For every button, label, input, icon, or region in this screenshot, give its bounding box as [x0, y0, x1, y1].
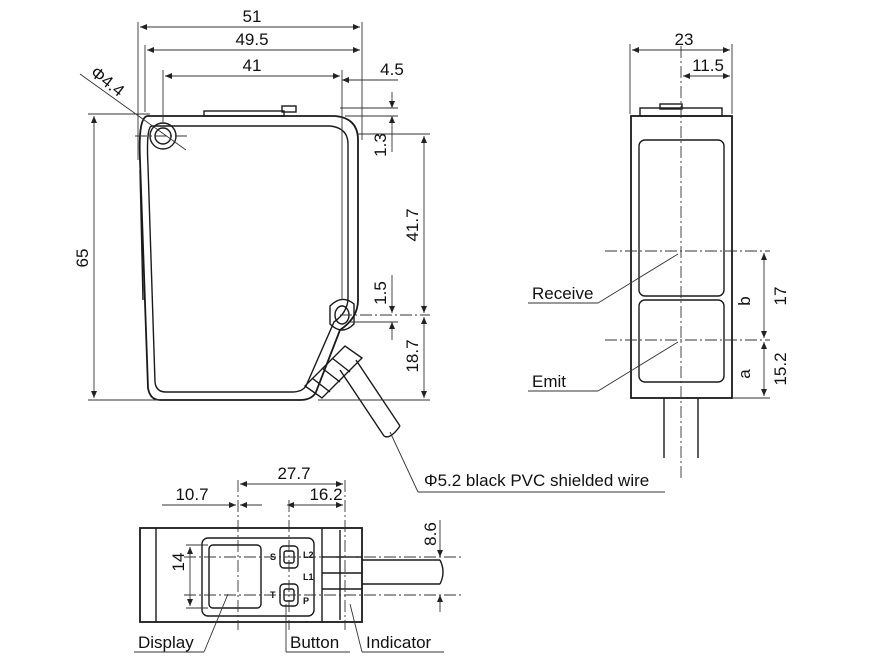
marking-l2: L2 [303, 550, 314, 560]
receive-lens [638, 139, 725, 297]
dim-10-7: 10.7 [175, 485, 208, 504]
leader-dia44 [79, 73, 187, 151]
dim-a: a [735, 369, 754, 379]
marking-pw: P [303, 596, 309, 606]
front-cable [339, 359, 401, 437]
receive-leader [597, 253, 679, 304]
dim-16-2: 16.2 [309, 485, 342, 504]
dim-23: 23 [675, 30, 694, 49]
gland-ring-3 [331, 357, 351, 373]
front-view: 51 49.5 41 4.5 Φ4.4 1.3 65 41.7 1 [73, 7, 430, 438]
control-panel [201, 537, 315, 617]
dim-65: 65 [73, 249, 92, 268]
dim-8-6: 8.6 [421, 522, 440, 546]
label-button: Button [290, 633, 339, 652]
dim-41: 41 [243, 56, 262, 75]
side-view: 23 11.5 17 15.2 b a Receive Emit [528, 30, 790, 480]
label-emit: Emit [532, 372, 566, 391]
marking-l1: L1 [303, 572, 314, 582]
gland-ring-2 [321, 367, 341, 383]
dim-dia44: Φ4.4 [87, 63, 128, 101]
dim-51: 51 [243, 7, 262, 26]
mount-hole-lower-outer [329, 298, 355, 331]
front-cable-end [383, 425, 401, 438]
dim-18-7: 18.7 [403, 339, 422, 372]
wire-leader [389, 431, 419, 493]
display-leader [203, 593, 229, 653]
dim-11-5: 11.5 [692, 56, 724, 75]
top-view: S T L2 L1 P 27.7 10.7 16.2 8.6 14 [134, 464, 462, 653]
dim-1-3: 1.3 [371, 133, 390, 157]
top-body-outline [139, 527, 363, 623]
front-body-outline [138, 115, 359, 401]
side-top-nub [659, 103, 683, 110]
dim-15-2: 15.2 [771, 352, 790, 385]
gland-ring-1 [311, 377, 331, 393]
top-nub [281, 105, 297, 113]
cable-gland [303, 345, 364, 399]
dim-1-5: 1.5 [371, 281, 390, 305]
left-edge-line [139, 169, 144, 301]
dim-41-7: 41.7 [403, 208, 422, 241]
label-wire: Φ5.2 black PVC shielded wire [424, 471, 649, 490]
dim-27-7: 27.7 [277, 464, 310, 483]
top-ridge [203, 110, 285, 117]
dim-14: 14 [169, 553, 188, 572]
dim-4-5: 4.5 [380, 60, 404, 79]
label-indicator: Indicator [366, 633, 432, 652]
top-cable-end [439, 559, 444, 585]
label-receive: Receive [532, 284, 593, 303]
dim-49-5: 49.5 [235, 30, 268, 49]
front-body-inner [146, 125, 349, 393]
emit-leader [597, 341, 679, 392]
display-window [208, 544, 262, 609]
wire-callout: Φ5.2 black PVC shielded wire [389, 431, 665, 493]
side-body-outline [630, 115, 733, 399]
emit-lens [638, 299, 725, 383]
dim-b: b [735, 296, 754, 305]
dim-17: 17 [771, 287, 790, 306]
indicator-leader [349, 603, 363, 653]
label-display: Display [138, 633, 194, 652]
